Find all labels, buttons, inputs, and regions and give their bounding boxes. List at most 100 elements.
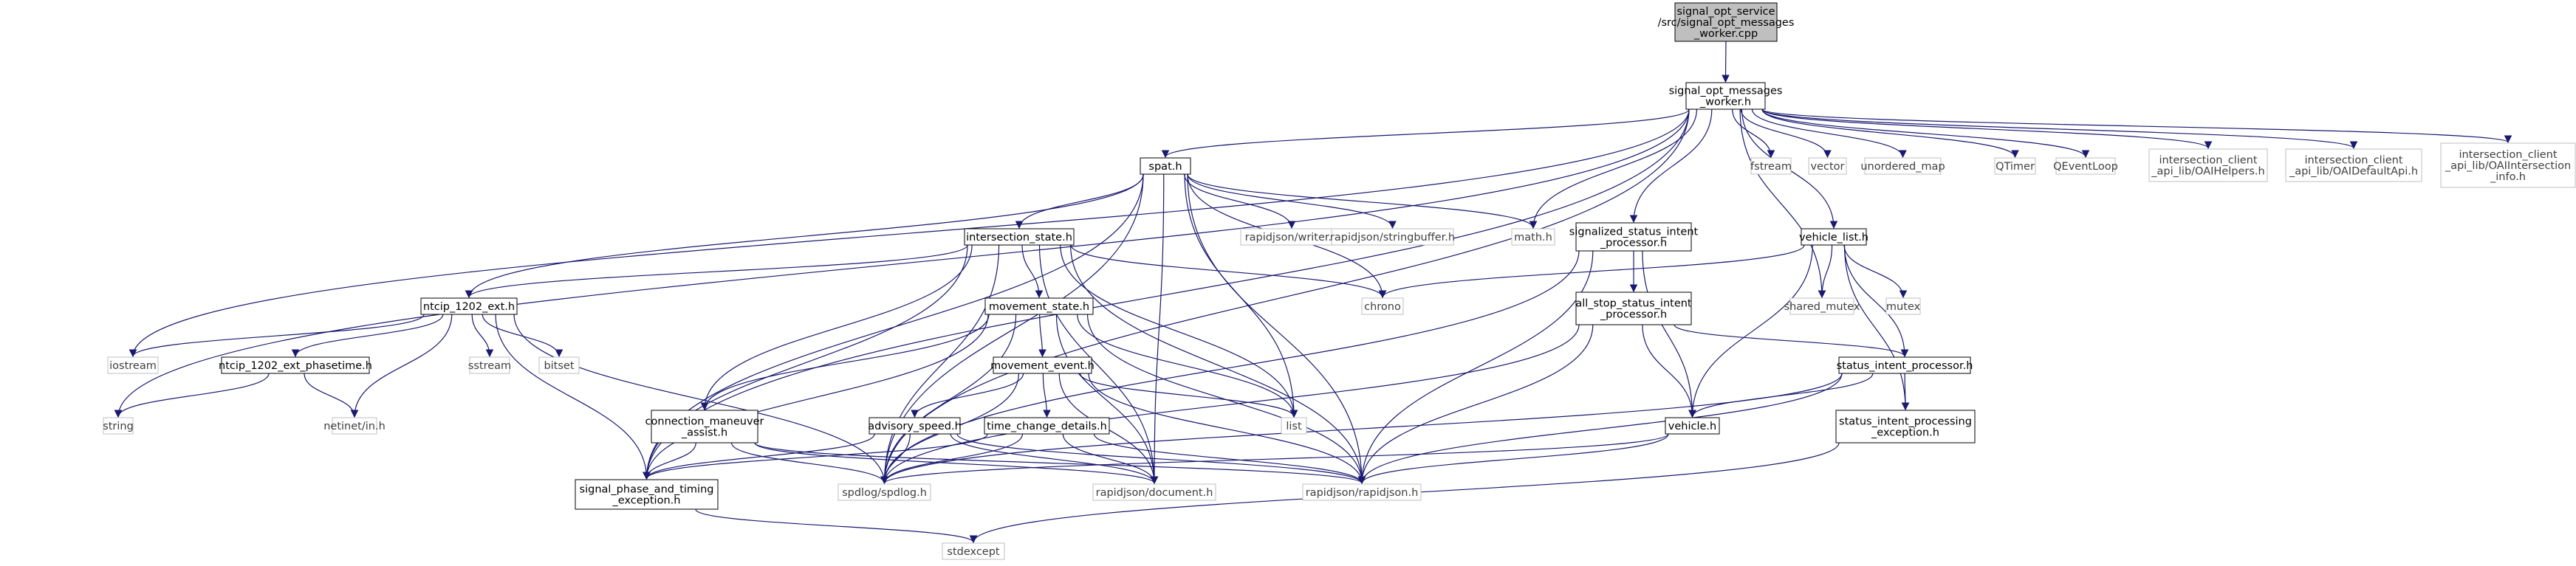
edge-movement_state-to-rj_rapidjson [1086, 314, 1366, 485]
node-label-line: intersection_client [2459, 149, 2557, 161]
node-qeventloop: QEventLoop [2053, 157, 2118, 175]
node-bitset: bitset [538, 356, 580, 374]
edge-sig_status-to-vehicle_h [1642, 250, 1696, 418]
node-status-intent[interactable]: status_intent_processor.h [1837, 356, 1973, 374]
node-box [1281, 417, 1307, 435]
node-sstream: sstream [468, 356, 511, 374]
node-label-line: intersection_state.h [966, 232, 1072, 244]
edge-vehicle_h-to-rj_rapidjson [1357, 433, 1669, 485]
node-label-line: rapidjson/writer.h [1245, 232, 1339, 244]
node-root[interactable]: signal_opt_service/src/signal_opt_messag… [1658, 2, 1795, 42]
node-intersection-state[interactable]: intersection_state.h [964, 228, 1075, 246]
node-label-line: _worker.h [1699, 97, 1751, 108]
node-netinet: netinet/in.h [323, 417, 386, 435]
edge-worker_h-to-oai_info [1761, 108, 2512, 144]
edge-time_change-to-spdlog [880, 433, 1024, 485]
edge-conn_maneuver-to-spdlog [730, 442, 888, 485]
edge-status_intent-to-spdlog [880, 373, 1843, 485]
edge-spat_h-to-rj_document [1150, 173, 1165, 485]
node-box [984, 297, 1094, 315]
node-label-line: ntcip_1202_ext_phasetime.h [219, 360, 372, 372]
node-box [1302, 483, 1422, 501]
node-all-stop[interactable]: all_stop_status_intent_processor.h [1575, 291, 1692, 325]
node-rj-stringbuffer: rapidjson/stringbuffer.h [1330, 228, 1455, 246]
edge-worker_h-to-oai_default [1761, 108, 2358, 150]
node-box [103, 417, 134, 435]
node-box [1835, 410, 1976, 444]
edge-ntcip_phasetime-to-string [114, 373, 270, 418]
node-time-change[interactable]: time_change_details.h [984, 417, 1110, 435]
edge-intersection_state-to-sp_exception [643, 244, 968, 480]
node-box [2285, 148, 2422, 182]
edge-spat_h-to-math_h [1187, 173, 1538, 229]
node-box [964, 228, 1075, 246]
node-label-line: QTimer [1996, 161, 2035, 173]
node-spdlog: spdlog/spdlog.h [837, 483, 931, 501]
node-vehicle-h[interactable]: vehicle.h [1665, 417, 1720, 435]
node-sip-exception[interactable]: status_intent_processing_exception.h [1835, 410, 1976, 444]
node-label-line: advisory_speed.h [868, 421, 962, 432]
edge-intersection_state-to-chrono [1070, 244, 1387, 299]
node-movement-event[interactable]: movement_event.h [990, 356, 1095, 374]
edge-ntcip_phasetime-to-netinet [304, 373, 359, 418]
node-conn-maneuver[interactable]: connection_maneuver_assist.h [645, 410, 764, 444]
node-iostream: iostream [107, 356, 159, 374]
node-box [469, 356, 510, 374]
node-box [221, 356, 370, 374]
node-label-line: _api_lib/OAIIntersection [2445, 160, 2571, 172]
node-box [1750, 157, 1792, 175]
edge-worker_h-to-spat_h [1161, 108, 1690, 159]
edge-advisory_speed-to-rj_document [950, 433, 1159, 485]
node-vehicle-list[interactable]: vehicle_list.h [1799, 228, 1868, 246]
edge-worker_h-to-sig_status [1629, 108, 1713, 224]
node-worker-h[interactable]: signal_opt_messages_worker.h [1669, 82, 1783, 110]
node-label-line: vehicle.h [1668, 421, 1716, 432]
node-label-line: signalized_status_intent [1569, 227, 1699, 238]
node-label-line: iostream [109, 360, 157, 372]
node-box [1361, 297, 1404, 315]
node-label-line: ntcip_1202_ext.h [423, 301, 515, 313]
edge-worker_h-to-qeventloop [1761, 108, 2090, 159]
edge-time_change-to-rj_rapidjson [1093, 433, 1366, 485]
node-fstream: fstream [1750, 157, 1792, 175]
node-sp-exception[interactable]: signal_phase_and_timing_exception.h [575, 479, 719, 510]
edge-ntcip_ext-to-ntcip_phasetime [291, 314, 444, 358]
node-advisory-speed[interactable]: advisory_speed.h [868, 417, 962, 435]
node-box [1140, 157, 1191, 175]
node-label-line: rapidjson/stringbuffer.h [1330, 232, 1455, 244]
edge-worker_h-to-fstream [1732, 108, 1775, 159]
node-box [993, 356, 1092, 374]
node-label-line: _processor.h [1600, 238, 1667, 249]
node-box [1674, 2, 1778, 42]
edge-time_change-to-sp_exception [643, 433, 988, 480]
nodes-layer: signal_opt_service/src/signal_opt_messag… [103, 2, 2576, 560]
node-ntcip-ext[interactable]: ntcip_1202_ext.h [420, 297, 518, 315]
edge-ntcip_ext-to-sp_exception [495, 314, 651, 480]
node-box [1885, 297, 1921, 315]
node-label-line: string [103, 421, 134, 432]
node-label-line: time_change_details.h [987, 421, 1107, 432]
node-label-line: status_intent_processor.h [1837, 360, 1973, 372]
node-sig-status[interactable]: signalized_status_intent_processor.h [1569, 222, 1699, 252]
node-oai-default: intersection_client_api_lib/OAIDefaultAp… [2285, 148, 2422, 182]
node-box [1994, 157, 2036, 175]
node-box [2055, 157, 2116, 175]
node-box [1808, 157, 1847, 175]
edge-spat_h-to-intersection_state [1015, 173, 1144, 229]
node-label-line: all_stop_status_intent [1575, 298, 1692, 310]
node-box [1801, 228, 1867, 246]
edge-worker_h-to-iostream [129, 108, 1690, 358]
node-ntcip-phasetime[interactable]: ntcip_1202_ext_phasetime.h [219, 356, 372, 374]
edge-movement_state-to-list [1077, 314, 1298, 418]
edge-vehicle_list-to-mutex [1843, 244, 1908, 299]
node-movement-state[interactable]: movement_state.h [984, 297, 1094, 315]
node-label-line: netinet/in.h [323, 421, 386, 432]
edge-intersection_state-to-conn_maneuver [700, 244, 973, 411]
node-rj-writer: rapidjson/writer.h [1240, 228, 1343, 246]
edge-vehicle_list-to-status_intent [1843, 244, 1909, 358]
edge-status_intent-to-rj_rapidjson [1357, 373, 1843, 485]
edge-sig_status-to-spdlog [880, 250, 1580, 485]
node-oai-helpers: intersection_client_api_lib/OAIHelpers.h [2148, 148, 2268, 182]
node-box [984, 417, 1110, 435]
node-spat-h[interactable]: spat.h [1140, 157, 1191, 175]
